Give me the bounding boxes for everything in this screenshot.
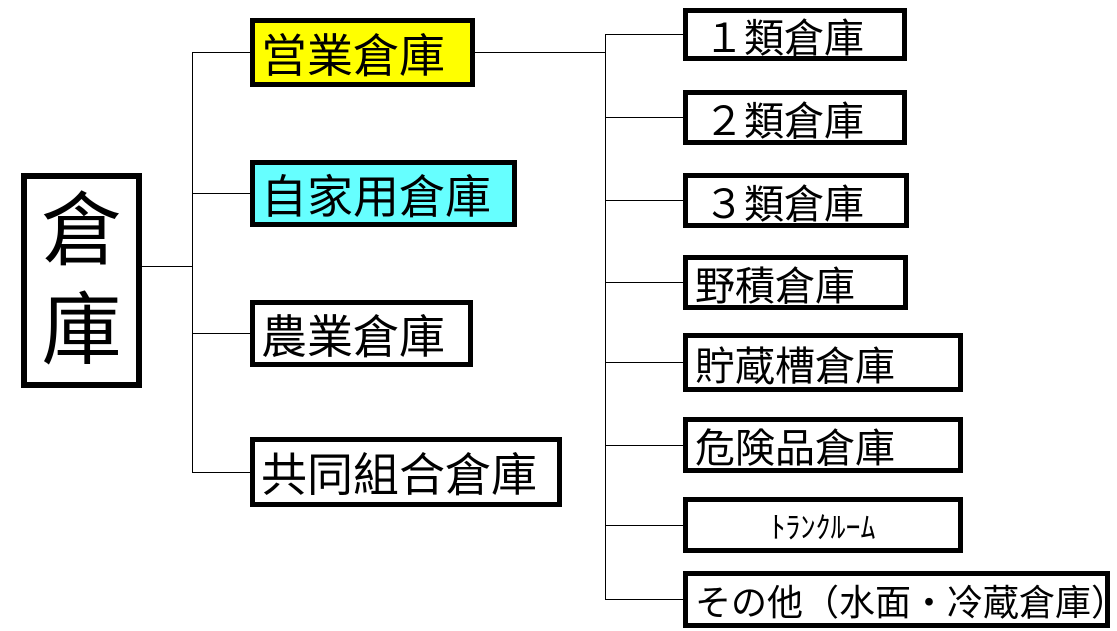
connector-left-trunk-line: [192, 52, 193, 472]
connector-branch-open-yard: [605, 282, 683, 283]
connector-branch-storage-tank: [605, 362, 683, 363]
node-cooperative-warehouse: 共同組合倉庫: [250, 437, 562, 507]
connector-root-feed-line: [142, 266, 192, 267]
node-business-warehouse-label: 営業倉庫: [261, 29, 445, 82]
node-private-warehouse: 自家用倉庫: [250, 160, 517, 227]
node-agricultural-warehouse: 農業倉庫: [250, 300, 473, 367]
connector-branch-business: [192, 52, 250, 53]
node-cooperative-warehouse-label: 共同組合倉庫: [261, 449, 537, 501]
node-class1-warehouse-label: １類倉庫: [704, 16, 864, 61]
node-agricultural-warehouse-label: 農業倉庫: [261, 310, 445, 363]
node-class3-warehouse: ３類倉庫: [683, 173, 909, 228]
connector-branch-class1: [605, 34, 683, 35]
node-warehouse-root: 倉庫: [21, 173, 142, 388]
node-dangerous-goods-warehouse: 危険品倉庫: [683, 417, 963, 473]
node-other-warehouse-label: その他（水面・冷蔵倉庫）: [695, 581, 1110, 623]
connector-branch-trunk-room: [605, 525, 683, 526]
connector-branch-other: [605, 599, 683, 600]
node-class2-warehouse: ２類倉庫: [683, 90, 907, 145]
node-class2-warehouse-label: ２類倉庫: [704, 99, 864, 144]
connector-business-feed-line: [475, 52, 605, 53]
node-open-yard-warehouse: 野積倉庫: [683, 255, 908, 310]
node-class1-warehouse: １類倉庫: [683, 8, 907, 61]
node-warehouse-root-label: 倉庫: [41, 185, 122, 375]
connector-branch-private: [192, 193, 250, 194]
node-other-warehouse: その他（水面・冷蔵倉庫）: [683, 571, 1110, 628]
connector-right-trunk-line: [605, 34, 606, 599]
connector-branch-dangerous: [605, 445, 683, 446]
node-storage-tank-warehouse: 貯蔵槽倉庫: [683, 333, 963, 392]
node-trunk-room: ﾄﾗﾝｸﾙｰﾑ: [683, 497, 963, 553]
connector-branch-class3: [605, 200, 683, 201]
node-private-warehouse-label: 自家用倉庫: [261, 170, 491, 223]
node-dangerous-goods-warehouse-label: 危険品倉庫: [695, 427, 895, 471]
connector-branch-cooperative: [192, 472, 250, 473]
connector-branch-agricultural: [192, 333, 250, 334]
node-storage-tank-warehouse-label: 貯蔵槽倉庫: [695, 344, 895, 389]
node-open-yard-warehouse-label: 野積倉庫: [695, 264, 855, 309]
node-business-warehouse: 営業倉庫: [250, 18, 475, 87]
node-class3-warehouse-label: ３類倉庫: [704, 182, 864, 227]
connector-branch-class2: [605, 117, 683, 118]
node-trunk-room-label: ﾄﾗﾝｸﾙｰﾑ: [770, 512, 876, 545]
